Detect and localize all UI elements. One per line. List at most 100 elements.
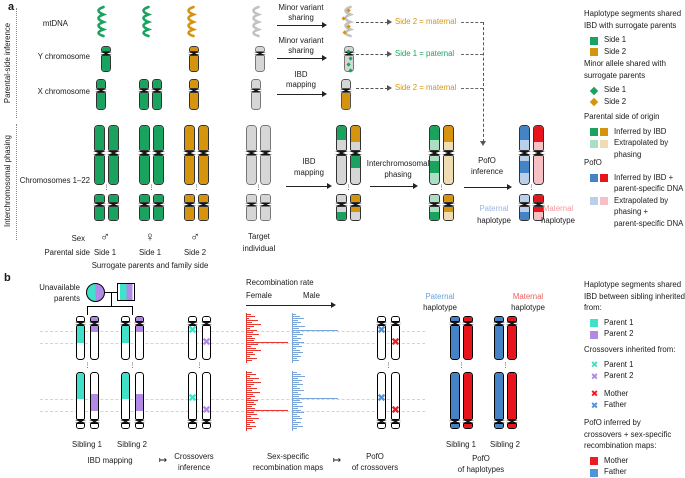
male-recombination-map-1-bar-5 (292, 324, 297, 326)
sibling1-pofo-chromosomes-row2-right-centromere (462, 420, 474, 423)
crossover-gridline-1 (40, 331, 425, 332)
legend-item-pofo-extrapolated-label-2: parent-specific DNA (614, 218, 684, 228)
legend-item-pofo-inferred-label-0: Inferred by IBD + (614, 172, 674, 182)
female-recombination-map-2-bar-21 (246, 414, 257, 416)
legend-item-inferred-ibd-swatch-1 (600, 128, 608, 136)
sibling2-pofo-chromosomes-row1-left-centromere (493, 322, 505, 325)
female-recombination-map-2-bar-27 (246, 426, 256, 428)
male-recombination-map-1-bar-0 (292, 314, 296, 316)
row-label-mtdna: mtDNA (42, 19, 68, 28)
parental-side-section-line (15, 8, 17, 118)
male-recombination-map-2-bar-15 (292, 402, 302, 404)
side2-maternal-dashed-arrow-2-head (387, 85, 392, 91)
mapsto-symbol-2: ↦ (332, 455, 342, 466)
crossovers-inferred-chromosomes-row2-right-arm-0 (202, 372, 211, 420)
ibd-mapped-chromosomes-small_right-arm-0 (350, 194, 361, 203)
female-recombination-map-1-bar-5 (246, 324, 261, 326)
legend-haplotype-ibd-sibling-title-1: IBD between sibling inherited (584, 291, 685, 301)
pofo-crossovers-chromosomes-row1-right-arm-1 (391, 325, 400, 360)
y-chrom-surrogate-3-arm-1 (189, 55, 199, 72)
female-recombination-map-1-bar-12 (246, 338, 255, 340)
pofo-inferred-chromosomes-big_left-arm-1 (519, 155, 530, 185)
caption-sex-specific-2: recombination maps (252, 463, 324, 472)
male-recombination-map-2-bar-0 (292, 372, 297, 374)
female-recombination-map-2-bar-28 (246, 428, 252, 430)
legend-item-pofo-inferred-swatch-0 (590, 174, 598, 182)
arrow-label-minor-variant-1a: Minor variant (278, 3, 324, 12)
female-recombination-map-2-bar-17 (246, 406, 252, 408)
surrogate-1-chromosomes-small_left-arm-0 (94, 194, 105, 203)
sibling1-label-pofo: Sibling 1 (446, 440, 476, 449)
sibling1-pofo-chromosomes-row2-left-centromere (449, 420, 461, 423)
pedigree-sib2-line (132, 306, 133, 315)
sibling1-label-ibd: Sibling 1 (72, 440, 102, 449)
ibd-mapped-chromosomes-small_left-arm-0 (336, 194, 347, 203)
sibling2-pofo-chromosomes-row2-left-arm-0 (494, 372, 504, 420)
target-chromosomes-big_left-arm-1 (246, 155, 257, 185)
female-recombination-map-2-bar-2 (246, 376, 250, 378)
interchromosomally-phased-chromosomes-big_right-arm-0 (443, 125, 454, 151)
ibd-mapped-chromosomes-small_left-arm-1 (336, 206, 347, 221)
surrogate-2-chromosomes-big_left-centromere (138, 151, 151, 155)
mtdna-surrogate-2 (137, 5, 153, 38)
male-recombination-map-2-bar-6 (292, 384, 303, 386)
surrogate-3-chromosomes-small_left-arm-0 (184, 194, 195, 203)
male-recombination-map-1-bar-19 (292, 352, 303, 354)
crossovers-inferred-chromosomes-row2-left-centromere (187, 420, 198, 423)
male-recombination-map-2-bar-11 (292, 394, 301, 396)
surrogate-2-chromosomes-big_left-arm-0 (139, 125, 150, 151)
surrogate-2-chromosomes-small_right-arm-1 (153, 206, 164, 221)
target-chromosomes-small_right-arm-1 (260, 206, 271, 221)
target-chromosomes-big_right-arm-0 (260, 125, 271, 151)
sibling2-pofo-chromosomes-row2-right-arm-0 (507, 372, 517, 420)
sibling2-pofo-chromosomes-row1-right-arm-0 (507, 316, 517, 322)
target-chromosomes-small_left-arm-0 (246, 194, 257, 203)
legend-item-side2-segment-swatch-0 (590, 48, 598, 56)
pofo-inference-arrow-head (507, 184, 512, 190)
legend-item-side1-segment-swatch-0 (590, 36, 598, 45)
parental-side-col1: Side 1 (93, 248, 117, 257)
crossovers-inferred-chromosomes-row1-left-centromere (187, 322, 198, 325)
target-chromosomes-big_left-centromere (245, 151, 258, 155)
pedigree-sib1-line (87, 306, 88, 315)
sibling2-ibd-chromosomes-row2-left-arm-1 (121, 423, 130, 429)
surrogate-caption: Surrogate parents and family side (91, 261, 209, 270)
x-chrom-surrogate-2b-arm-0 (152, 79, 162, 89)
female-recombination-map-1-bar-9 (246, 332, 253, 334)
legend-item-mother-pofo-label-0: Mother (604, 455, 629, 465)
sibling1-pofo-chromosomes-row1-right-centromere (462, 322, 474, 325)
ibd-mapped-chromosomes-big_right-centromere (349, 151, 362, 155)
male-recombination-map-2-bar-12 (292, 396, 299, 398)
male-recombination-map-2-bar-3 (292, 378, 298, 380)
surrogate-1-chromosomes-big_left-arm-0 (94, 125, 105, 151)
female-recombination-map-1-bar-10 (246, 334, 259, 336)
sibling1-ibd-chromosomes-row2-right-arm-1 (90, 423, 99, 429)
pofo-crossovers-chromosomes-row1-right-arm-0 (391, 316, 400, 322)
parental-side-col3: Side 2 (183, 248, 207, 257)
pofo-crossovers-chromosomes-row2-left-centromere (376, 420, 387, 423)
legend-item-parent2-crossover-label-0: Parent 2 (604, 371, 634, 380)
female-recombination-map-2-bar-26 (246, 424, 250, 426)
sibling1-ibd-chromosomes-row1-left-centromere (75, 322, 86, 325)
legend-item-pofo-extrapolated-label-0: Extrapolated by (614, 195, 669, 205)
section-interchromosomal-phasing: Interchromosomal phasing (2, 135, 12, 227)
pofo-crossovers-chromosomes-row2-right-arm-0 (391, 372, 400, 420)
surrogate-3-chromosomes-big_right-arm-1 (198, 155, 209, 185)
male-recombination-map-1-bar-23 (292, 360, 299, 362)
legend-item-pofo-extrapolated-swatch-1 (600, 197, 608, 205)
male-recombination-map-1-bar-3 (292, 320, 298, 322)
male-recombination-map-2-bar-22 (292, 416, 300, 418)
x-chrom-result-centromere (340, 89, 352, 92)
interchromosomally-phased-chromosomes-big_left-arm-1 (429, 155, 440, 185)
maternal-header-2: haplotype (511, 303, 545, 312)
result-side2-maternal-2: Side 2 = maternal (395, 83, 457, 92)
target-chromosomes-small_right-arm-0 (260, 194, 271, 203)
pofo-inferred-chromosomes-big_right-centromere (532, 151, 545, 155)
sibling2-pofo-chromosomes-row2-left-centromere (493, 420, 505, 423)
pofo-crossovers-chromosomes-gap-dots: ⋮ (385, 362, 392, 370)
sibling2-pofo-chromosomes-row1-left-arm-1 (494, 325, 504, 360)
male-recombination-map-1-bar-8 (292, 330, 338, 332)
minor-variant-arrow-2-line (277, 58, 323, 59)
male-recombination-map-2-bar-27 (292, 426, 303, 428)
